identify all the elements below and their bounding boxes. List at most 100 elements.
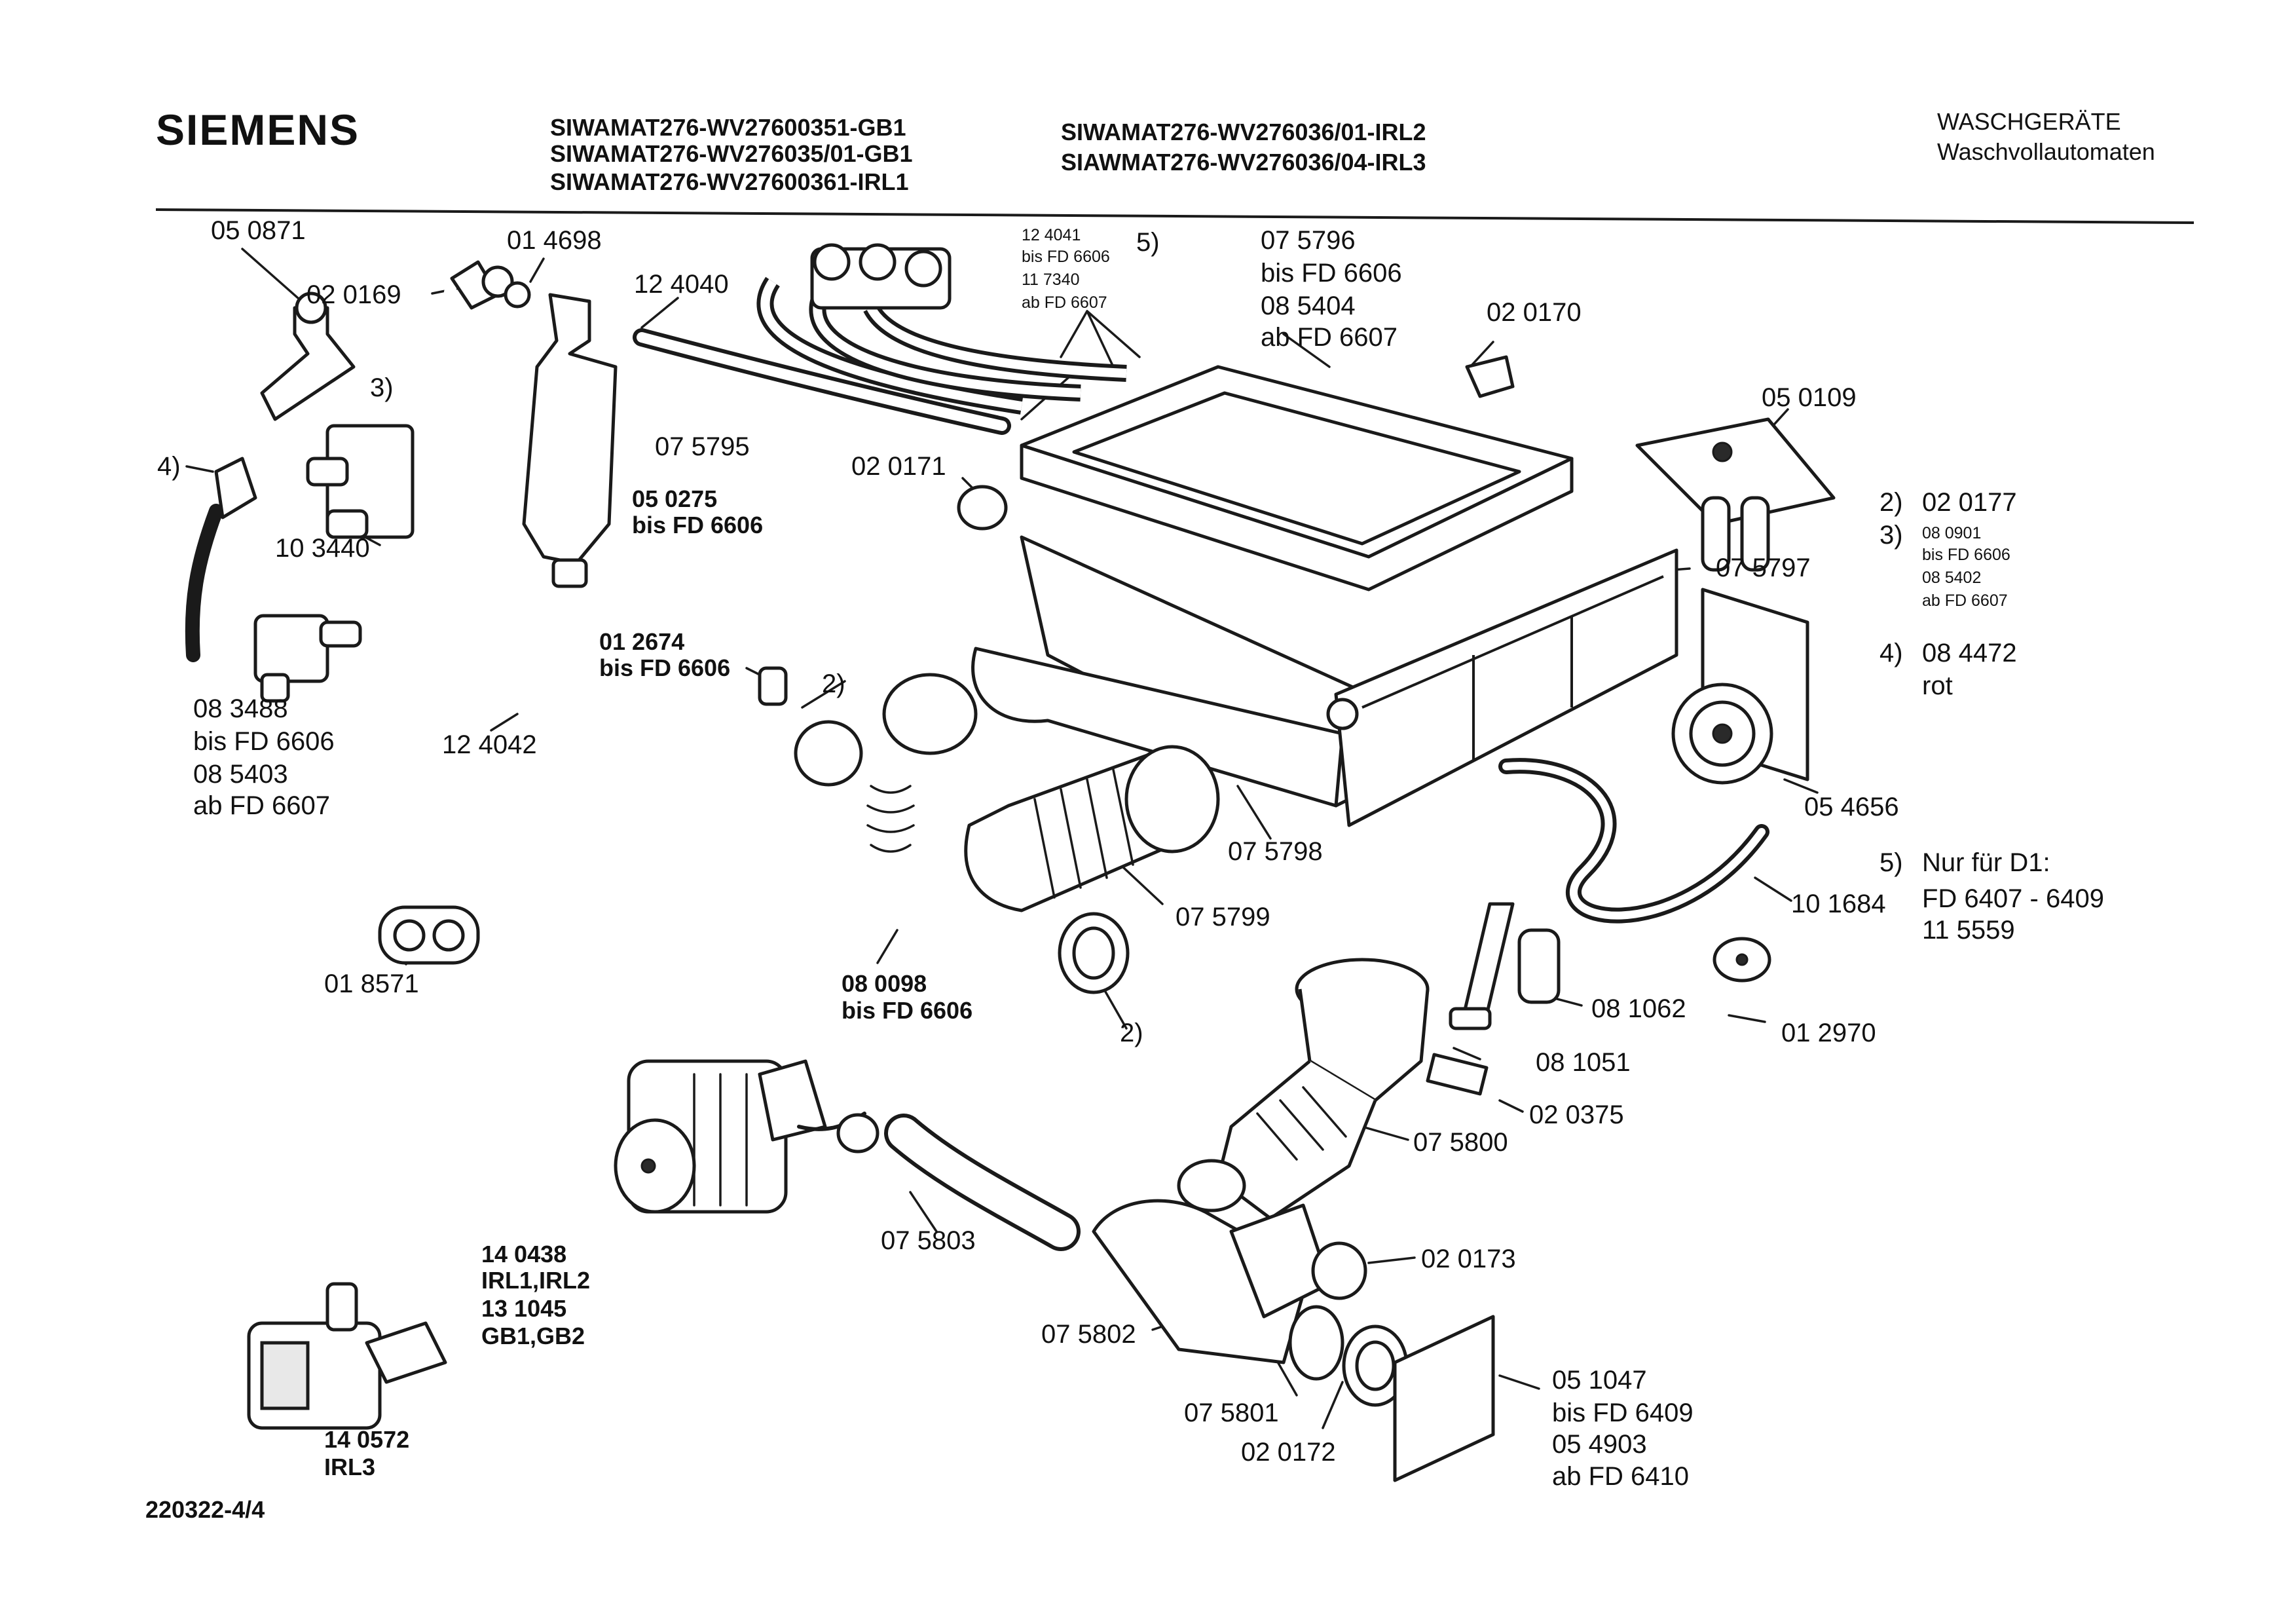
label-124041-range: bis FD 6606	[1022, 248, 1110, 266]
label-084472: 08 4472	[1922, 639, 2017, 667]
label-note-5-text: Nur für D1:	[1922, 848, 2050, 877]
label-131045: 13 1045	[481, 1295, 567, 1322]
label-101684: 10 1684	[1791, 890, 1886, 918]
label-020169: 02 0169	[306, 280, 401, 309]
label-075800: 07 5800	[1413, 1128, 1508, 1157]
label-085404-range: ab FD 6607	[1261, 323, 1398, 352]
air-trap-075795	[522, 293, 618, 588]
label-140438: 14 0438	[481, 1241, 567, 1267]
label-084472-color: rot	[1922, 671, 1953, 700]
label-075799: 07 5799	[1176, 903, 1270, 931]
label-050109: 05 0109	[1762, 383, 1857, 412]
hose-inlet-left	[185, 504, 223, 662]
ring-020171	[957, 485, 1008, 531]
connector-012674	[758, 666, 788, 706]
label-ref-2-top: 2)	[822, 669, 845, 698]
hose-075795-lower-inner	[563, 586, 767, 1081]
valve-083488	[253, 614, 362, 703]
filter-housing-075802	[1092, 1199, 1344, 1381]
label-075801: 07 5801	[1184, 1398, 1279, 1427]
label-note-2: 2)	[1879, 488, 1903, 517]
label-085403-range: ab FD 6607	[193, 791, 331, 820]
soap-dispenser-assembly	[971, 365, 1678, 827]
label-054903: 05 4903	[1552, 1430, 1647, 1459]
label-085402-range: ab FD 6607	[1922, 591, 2008, 610]
hose-101684-inner	[1502, 762, 1766, 920]
label-124041: 12 4041	[1022, 226, 1081, 244]
label-083488: 08 3488	[193, 694, 288, 723]
gasket-018571	[378, 905, 480, 965]
inlet-valve-block	[810, 243, 952, 310]
label-083488-range: bis FD 6606	[193, 727, 335, 756]
label-080901: 08 0901	[1922, 524, 1982, 542]
label-085403: 08 5403	[193, 760, 288, 789]
category-title: WASCHGERÄTE	[1937, 108, 2121, 135]
label-018571: 01 8571	[324, 969, 419, 998]
doc-code: 220322-4/4	[145, 1496, 265, 1523]
label-075795: 07 5795	[655, 432, 750, 461]
label-085402: 08 5402	[1922, 569, 1982, 587]
tube-081051	[1449, 902, 1515, 1030]
label-020170: 02 0170	[1487, 298, 1582, 327]
label-012674: 01 2674	[599, 628, 685, 655]
model-line-4: SIWAMAT276-WV276036/01-IRL2	[1061, 119, 1426, 145]
pump-140572	[247, 1282, 447, 1430]
label-note-5-ref: 5)	[1136, 228, 1160, 257]
label-140572-variant: IRL3	[324, 1454, 376, 1480]
label-124042: 12 4042	[442, 730, 537, 759]
model-line-1: SIWAMAT276-WV27600351-GB1	[550, 114, 906, 141]
label-075796-range: bis FD 6606	[1261, 259, 1402, 288]
bracket-050109	[1635, 417, 1836, 572]
label-note-3: 3)	[1879, 521, 1903, 550]
sleeve-081062	[1517, 928, 1561, 1004]
label-054656: 05 4656	[1804, 793, 1899, 821]
label-ref-4: 4)	[157, 452, 181, 481]
label-124040: 12 4040	[634, 270, 729, 299]
valve-103440	[306, 424, 415, 539]
category-subtitle: Waschvollautomaten	[1937, 138, 2155, 165]
model-line-2: SIWAMAT276-WV276035/01-GB1	[550, 140, 913, 167]
sump-075800	[1177, 958, 1430, 1220]
label-080098-range: bis FD 6606	[842, 997, 973, 1024]
label-075803: 07 5803	[881, 1226, 976, 1255]
label-081062: 08 1062	[1591, 994, 1686, 1023]
label-081051: 08 1051	[1536, 1048, 1631, 1077]
label-ref-2-lower: 2)	[1120, 1019, 1143, 1047]
valve-050871	[260, 291, 356, 421]
label-012674-range: bis FD 6606	[599, 654, 731, 681]
label-140438-variant: IRL1,IRL2	[481, 1267, 591, 1294]
label-051047: 05 1047	[1552, 1366, 1647, 1395]
brand-logo: SIEMENS	[156, 105, 360, 154]
label-080098: 08 0098	[842, 970, 927, 997]
pressure-switch-054656	[1671, 588, 1809, 785]
hose-080098	[711, 673, 978, 933]
clip-020170	[1465, 355, 1515, 398]
header-rule	[155, 208, 2194, 224]
model-line-3: SIWAMAT276-WV27600361-IRL1	[550, 168, 909, 195]
bellows-075799	[964, 745, 1220, 912]
label-117340-range: ab FD 6607	[1022, 293, 1107, 312]
elbow-4	[214, 457, 257, 519]
label-ref-3: 3)	[370, 373, 394, 402]
ring-020173	[1311, 1241, 1367, 1300]
label-117340: 11 7340	[1022, 271, 1080, 289]
label-020375: 02 0375	[1529, 1100, 1624, 1129]
ring-014698	[504, 281, 531, 309]
model-line-5: SIAWMAT276-WV276036/04-IRL3	[1061, 149, 1426, 176]
valve-hoses	[756, 276, 1127, 415]
label-note-4: 4)	[1879, 639, 1903, 667]
label-075802: 07 5802	[1041, 1320, 1136, 1349]
label-075796: 07 5796	[1261, 226, 1356, 255]
label-014698: 01 4698	[507, 226, 602, 255]
label-075797: 07 5797	[1716, 554, 1811, 582]
hose-101684	[1498, 758, 1769, 924]
label-note-5: 5)	[1879, 848, 1903, 877]
label-103440: 10 3440	[275, 534, 370, 563]
hose-050275	[760, 514, 901, 631]
label-020172: 02 0172	[1241, 1438, 1336, 1467]
label-050275: 05 0275	[632, 485, 718, 512]
label-020173: 02 0173	[1421, 1245, 1516, 1273]
hose-124042-inner	[409, 276, 636, 990]
label-050871: 05 0871	[211, 216, 306, 245]
